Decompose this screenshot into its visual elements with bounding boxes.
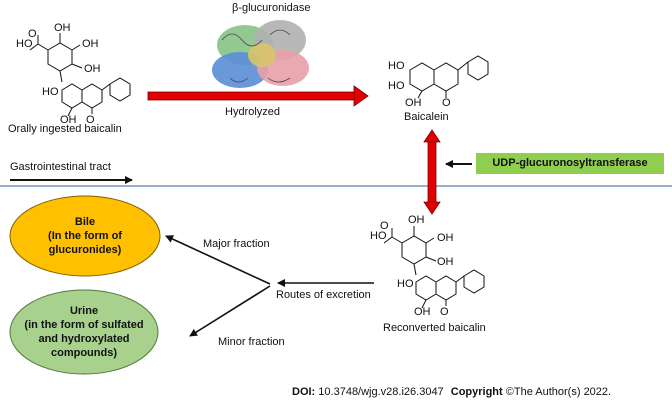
atom-label-oh: OH bbox=[437, 232, 454, 244]
major-fraction-label: Major fraction bbox=[203, 238, 270, 250]
gi-tract-label: Gastrointestinal tract bbox=[10, 161, 111, 173]
bile-title: Bile bbox=[74, 216, 96, 228]
oral-baicalin-label: Orally ingested baicalin bbox=[8, 123, 122, 135]
urine-line: compounds) bbox=[51, 347, 117, 359]
urine-ellipse bbox=[9, 289, 159, 375]
hydrolysis-arrow bbox=[147, 85, 369, 107]
baicalein-structure bbox=[409, 55, 489, 99]
routes-of-excretion-label: Routes of excretion bbox=[276, 289, 371, 301]
hydrolyzed-label: Hydrolyzed bbox=[225, 106, 281, 118]
atom-label-ho: HO bbox=[388, 60, 405, 72]
atom-label-ho: HO bbox=[16, 38, 33, 50]
conversion-double-arrow bbox=[423, 129, 441, 215]
copyright-label: Copyright bbox=[450, 386, 503, 398]
atom-label-o: O bbox=[440, 306, 449, 318]
bile-text: Bile (In the form of glucuronides) bbox=[10, 196, 160, 276]
atom-label-ho: HO bbox=[397, 278, 414, 290]
ugt-enzyme-box: UDP-glucuronosyltransferase bbox=[476, 153, 664, 174]
atom-label-oh: OH bbox=[408, 214, 425, 226]
doi-value: 10.3748/wjg.v28.i26.3047 bbox=[318, 386, 444, 398]
baicalin-structure-reconverted bbox=[383, 226, 485, 309]
atom-label-oh: OH bbox=[82, 38, 99, 50]
enzyme-structure-image bbox=[212, 20, 309, 88]
bile-ellipse bbox=[9, 195, 161, 277]
baicalin-structure-oral bbox=[29, 33, 131, 117]
reconverted-baicalin-label: Reconverted baicalin bbox=[383, 322, 486, 334]
atom-label-ho: HO bbox=[42, 86, 59, 98]
minor-fraction-label: Minor fraction bbox=[218, 336, 285, 348]
bile-line: glucuronides) bbox=[48, 244, 122, 256]
atom-label-o: O bbox=[86, 114, 95, 126]
atom-label-oh: OH bbox=[84, 63, 101, 75]
atom-label-o: O bbox=[28, 28, 37, 40]
atom-label-ho: HO bbox=[388, 80, 405, 92]
urine-line: and hydroxylated bbox=[38, 333, 130, 345]
atom-label-oh: OH bbox=[414, 306, 431, 318]
minor-fraction-arrow bbox=[189, 285, 271, 337]
atom-label-oh: OH bbox=[405, 97, 422, 109]
copyright-value: ©The Author(s) 2022. bbox=[505, 386, 612, 398]
atom-label-oh: OH bbox=[437, 256, 454, 268]
urine-text: Urine (in the form of sulfated and hydro… bbox=[10, 290, 158, 374]
bile-line: (In the form of bbox=[48, 230, 122, 242]
urine-title: Urine bbox=[69, 305, 99, 317]
urine-line: (in the form of sulfated bbox=[24, 319, 144, 331]
baicalein-label: Baicalein bbox=[404, 111, 449, 123]
atom-label-ho: HO bbox=[370, 230, 387, 242]
major-fraction-arrow bbox=[165, 235, 271, 285]
atom-label-o: O bbox=[442, 97, 451, 109]
atom-label-oh: OH bbox=[54, 22, 71, 34]
atom-label-o: O bbox=[380, 220, 389, 232]
doi-label: DOI: bbox=[292, 386, 316, 398]
citation-footer: DOI: 10.3748/wjg.v28.i26.3047 Copyright … bbox=[292, 386, 611, 398]
enzyme-label: β-glucuronidase bbox=[232, 2, 311, 14]
atom-label-oh: OH bbox=[60, 114, 77, 126]
